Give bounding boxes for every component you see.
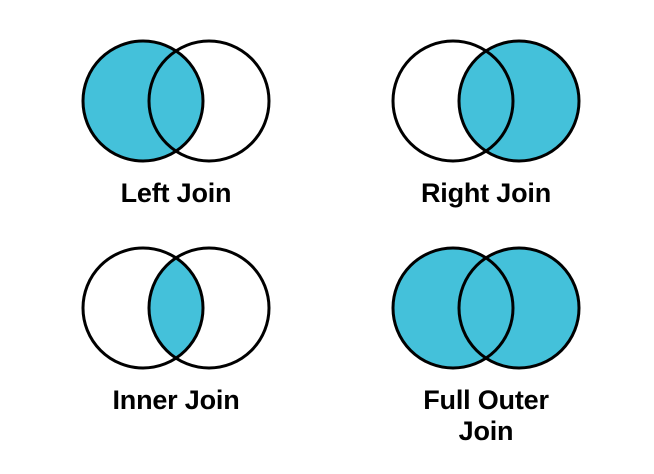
right-circle-outline: [147, 246, 271, 370]
right-circle-outline: [457, 246, 581, 370]
venn-cell-left-join: Left Join: [26, 36, 326, 209]
intersection-fill: [149, 248, 203, 368]
venn-cell-inner-join: Inner Join: [26, 243, 326, 416]
intersection-fill: [149, 41, 203, 161]
venn-diagram-left-join: [81, 39, 271, 163]
right-circle-fill: [459, 248, 579, 368]
right-circle-outline: [147, 39, 271, 163]
left-circle-outline: [81, 246, 205, 370]
venn-label-inner-join: Inner Join: [112, 385, 240, 415]
venn-label-left-join: Left Join: [120, 178, 232, 208]
venn-diagram-inner-join: [81, 246, 271, 370]
intersection-fill: [459, 41, 513, 161]
left-circle-outline: [81, 39, 205, 163]
venn-cell-right-join: Right Join: [336, 36, 636, 209]
venn-diagram-right-join: [391, 39, 581, 163]
right-circle-outline: [457, 39, 581, 163]
left-circle-outline: [391, 246, 515, 370]
left-circle-outline: [391, 39, 515, 163]
venn-label-right-join: Right Join: [421, 178, 551, 208]
venn-diagram-full-outer-join: [391, 246, 581, 370]
venn-cell-full-outer-join: Full Outer Join: [336, 243, 636, 446]
venn-label-full-outer-join: Full Outer Join: [423, 385, 549, 446]
